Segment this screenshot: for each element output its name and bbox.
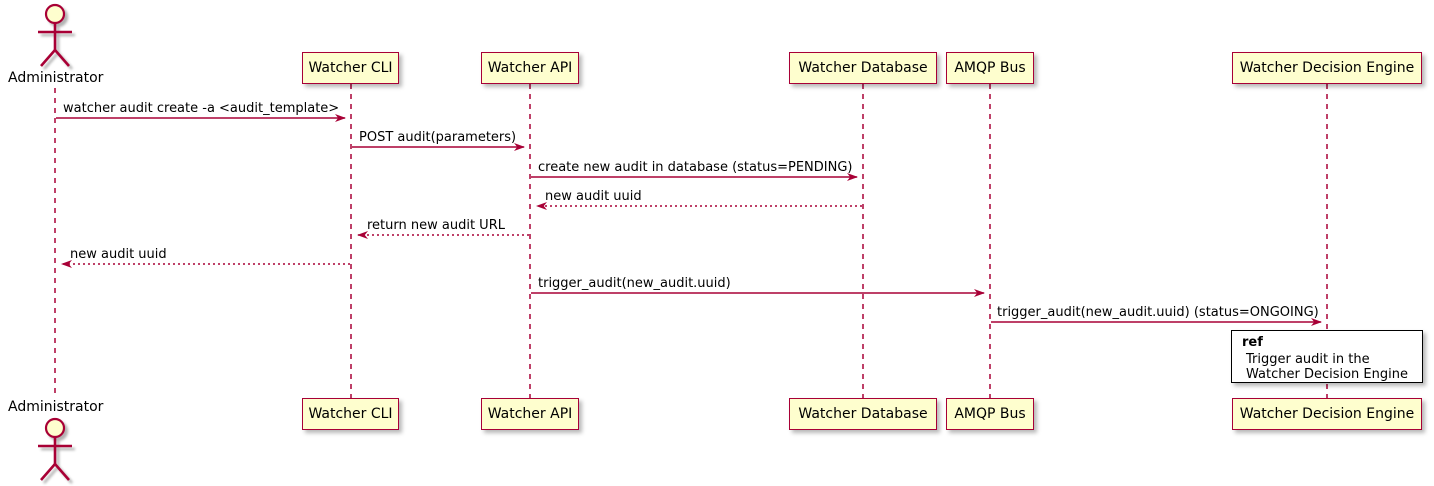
participant-amqp-bus-top[interactable]: AMQP Bus — [946, 52, 1034, 84]
actor-figure-administrator-top — [38, 3, 72, 67]
message-label-create-new-audit: create new audit in database (status=PEN… — [538, 160, 853, 175]
message-label-watcher-audit-create: watcher audit create -a <audit_template> — [63, 101, 340, 116]
participant-label: Watcher CLI — [308, 406, 393, 422]
participant-watcher-database-top[interactable]: Watcher Database — [789, 52, 937, 84]
message-label-return-new-audit-url: return new audit URL — [367, 218, 505, 233]
participant-label: Watcher Decision Engine — [1239, 406, 1415, 422]
lifelines — [54, 84, 1328, 398]
ref-tab-label: ref — [1242, 335, 1263, 350]
participant-watcher-database-bottom[interactable]: Watcher Database — [789, 398, 937, 430]
message-label-post-audit: POST audit(parameters) — [359, 130, 517, 145]
participant-label: Watcher Decision Engine — [1239, 60, 1415, 76]
actor-label-administrator-bottom: Administrator — [8, 399, 104, 415]
actor-figure-administrator-bottom — [38, 417, 72, 481]
participant-label: Watcher API — [487, 60, 573, 76]
participant-label: AMQP Bus — [954, 406, 1026, 422]
ref-fragment: ref Trigger audit in the Watcher Decisio… — [1231, 330, 1423, 383]
participant-label: Watcher API — [487, 406, 573, 422]
participant-watcher-decision-engine-bottom[interactable]: Watcher Decision Engine — [1232, 398, 1422, 430]
ref-body-line-2: Watcher Decision Engine — [1246, 367, 1408, 382]
message-label-trigger-audit-ongoing: trigger_audit(new_audit.uuid) (status=ON… — [997, 305, 1319, 320]
participant-watcher-api-bottom[interactable]: Watcher API — [481, 398, 579, 430]
participant-label: Watcher Database — [798, 406, 928, 422]
ref-body-line-1: Trigger audit in the — [1246, 352, 1370, 367]
participant-watcher-decision-engine-top[interactable]: Watcher Decision Engine — [1232, 52, 1422, 84]
message-label-new-audit-uuid-db: new audit uuid — [545, 189, 642, 204]
participant-label: Watcher Database — [798, 60, 928, 76]
participant-amqp-bus-bottom[interactable]: AMQP Bus — [946, 398, 1034, 430]
participant-watcher-cli-bottom[interactable]: Watcher CLI — [302, 398, 399, 430]
message-label-new-audit-uuid-cli: new audit uuid — [70, 247, 167, 262]
participant-label: Watcher CLI — [308, 60, 393, 76]
participant-watcher-cli-top[interactable]: Watcher CLI — [302, 52, 399, 84]
participant-label: AMQP Bus — [954, 60, 1026, 76]
actor-label-administrator-top: Administrator — [8, 70, 104, 86]
message-arrows — [56, 114, 1322, 326]
participant-watcher-api-top[interactable]: Watcher API — [481, 52, 579, 84]
message-label-trigger-audit: trigger_audit(new_audit.uuid) — [538, 276, 731, 291]
